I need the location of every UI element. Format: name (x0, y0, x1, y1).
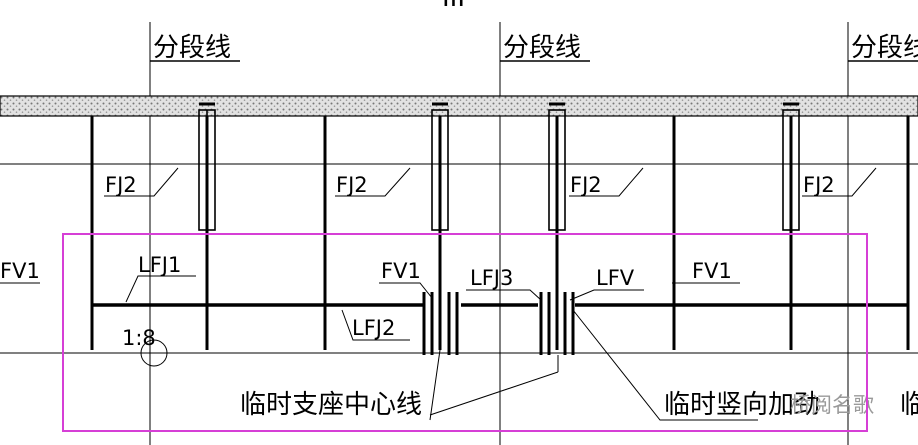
reference-lines (0, 163, 918, 354)
watermark: 桥阅名歌 (790, 393, 874, 417)
label-lfv: LFV (596, 266, 635, 290)
segment-label-3: 分段线 (851, 33, 918, 63)
bottom-lateral (92, 292, 908, 355)
connector-columns (198, 102, 800, 231)
label-fv1-left: FV1 (0, 259, 40, 283)
label-lfj3: LFJ3 (470, 266, 513, 290)
label-vertical-brace: 临时竖向加劲 (664, 390, 820, 420)
slope-marker (140, 339, 168, 367)
label-edge-char: 临 (900, 390, 918, 420)
label-fj2-4: FJ2 (803, 173, 835, 197)
leader-lines (0, 167, 877, 421)
segment-label-1: 分段线 (153, 33, 231, 63)
deck-slab (0, 95, 918, 117)
label-support-center: 临时支座中心线 (240, 390, 422, 420)
top-label: III (442, 0, 465, 13)
label-lfj2: LFJ2 (352, 316, 395, 340)
label-fv1-right: FV1 (692, 259, 732, 283)
segment-label-2: 分段线 (503, 33, 581, 63)
label-fv1-mid: FV1 (381, 259, 421, 283)
label-fj2-3: FJ2 (570, 173, 602, 197)
highlight-box (62, 233, 868, 432)
label-lfj1: LFJ1 (138, 253, 181, 277)
label-slope: 1:8 (122, 326, 156, 350)
label-fj2-2: FJ2 (336, 173, 368, 197)
label-fj2-1: FJ2 (105, 173, 137, 197)
